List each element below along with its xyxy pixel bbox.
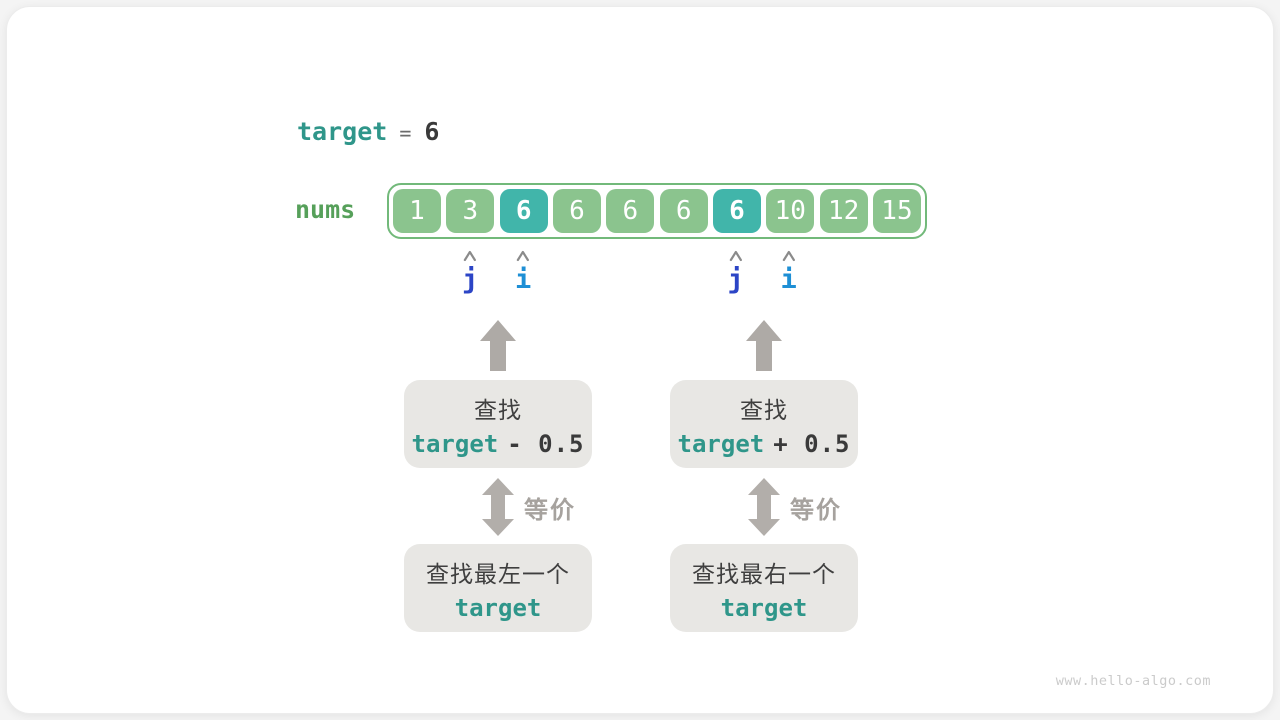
target-value: 6	[424, 117, 440, 146]
caret-up-icon	[517, 250, 530, 262]
double-arrow-icon	[748, 478, 780, 536]
pointer-label: i	[515, 264, 532, 295]
pointer-j: j	[727, 250, 744, 295]
array-cell: 1	[393, 189, 441, 233]
array-cell: 6	[606, 189, 655, 233]
result-label: 查找最左一个	[426, 560, 570, 587]
array-cell: 6	[552, 189, 601, 233]
pointer-i: i	[515, 250, 531, 293]
caret-up-icon	[782, 250, 795, 262]
equivalence-label: 等价	[790, 497, 842, 524]
result-box-right: 查找最右一个 target	[670, 544, 858, 632]
search-expression: target + 0.5	[677, 429, 851, 458]
watermark: www.hello-algo.com	[1055, 673, 1211, 689]
array-cell: 6	[659, 189, 708, 233]
pointer-label: j	[461, 264, 479, 295]
array-cell: 3	[446, 189, 495, 233]
caret-up-icon	[463, 250, 477, 262]
caret-up-icon	[729, 250, 742, 262]
pointer-i: i	[781, 250, 797, 293]
double-arrow-icon	[482, 478, 514, 536]
array-cell-highlighted: 6	[499, 189, 548, 233]
array-cell: 12	[819, 189, 868, 233]
equivalence-label: 等价	[524, 497, 576, 524]
search-label: 查找	[740, 396, 788, 423]
search-box-left: 查找 target - 0.5	[404, 380, 592, 468]
array-cell: 15	[872, 189, 921, 233]
search-label: 查找	[474, 396, 522, 423]
pointer-label: i	[780, 264, 797, 295]
result-box-left: 查找最左一个 target	[404, 544, 592, 632]
array-cell: 10	[766, 189, 815, 233]
result-label: 查找最右一个	[692, 560, 836, 587]
search-expression: target - 0.5	[411, 429, 585, 458]
equals-sign: =	[399, 121, 412, 145]
result-target: target	[720, 593, 808, 622]
target-assignment: target = 6	[297, 117, 439, 146]
result-target: target	[454, 593, 542, 622]
up-arrow-icon	[746, 320, 782, 371]
search-box-right: 查找 target + 0.5	[670, 380, 858, 468]
pointer-label: j	[727, 264, 744, 295]
up-arrow-icon	[480, 320, 516, 371]
array-cell-highlighted: 6	[712, 189, 761, 233]
array-label: nums	[295, 195, 356, 224]
target-keyword: target	[297, 117, 388, 146]
pointer-j: j	[462, 250, 478, 293]
